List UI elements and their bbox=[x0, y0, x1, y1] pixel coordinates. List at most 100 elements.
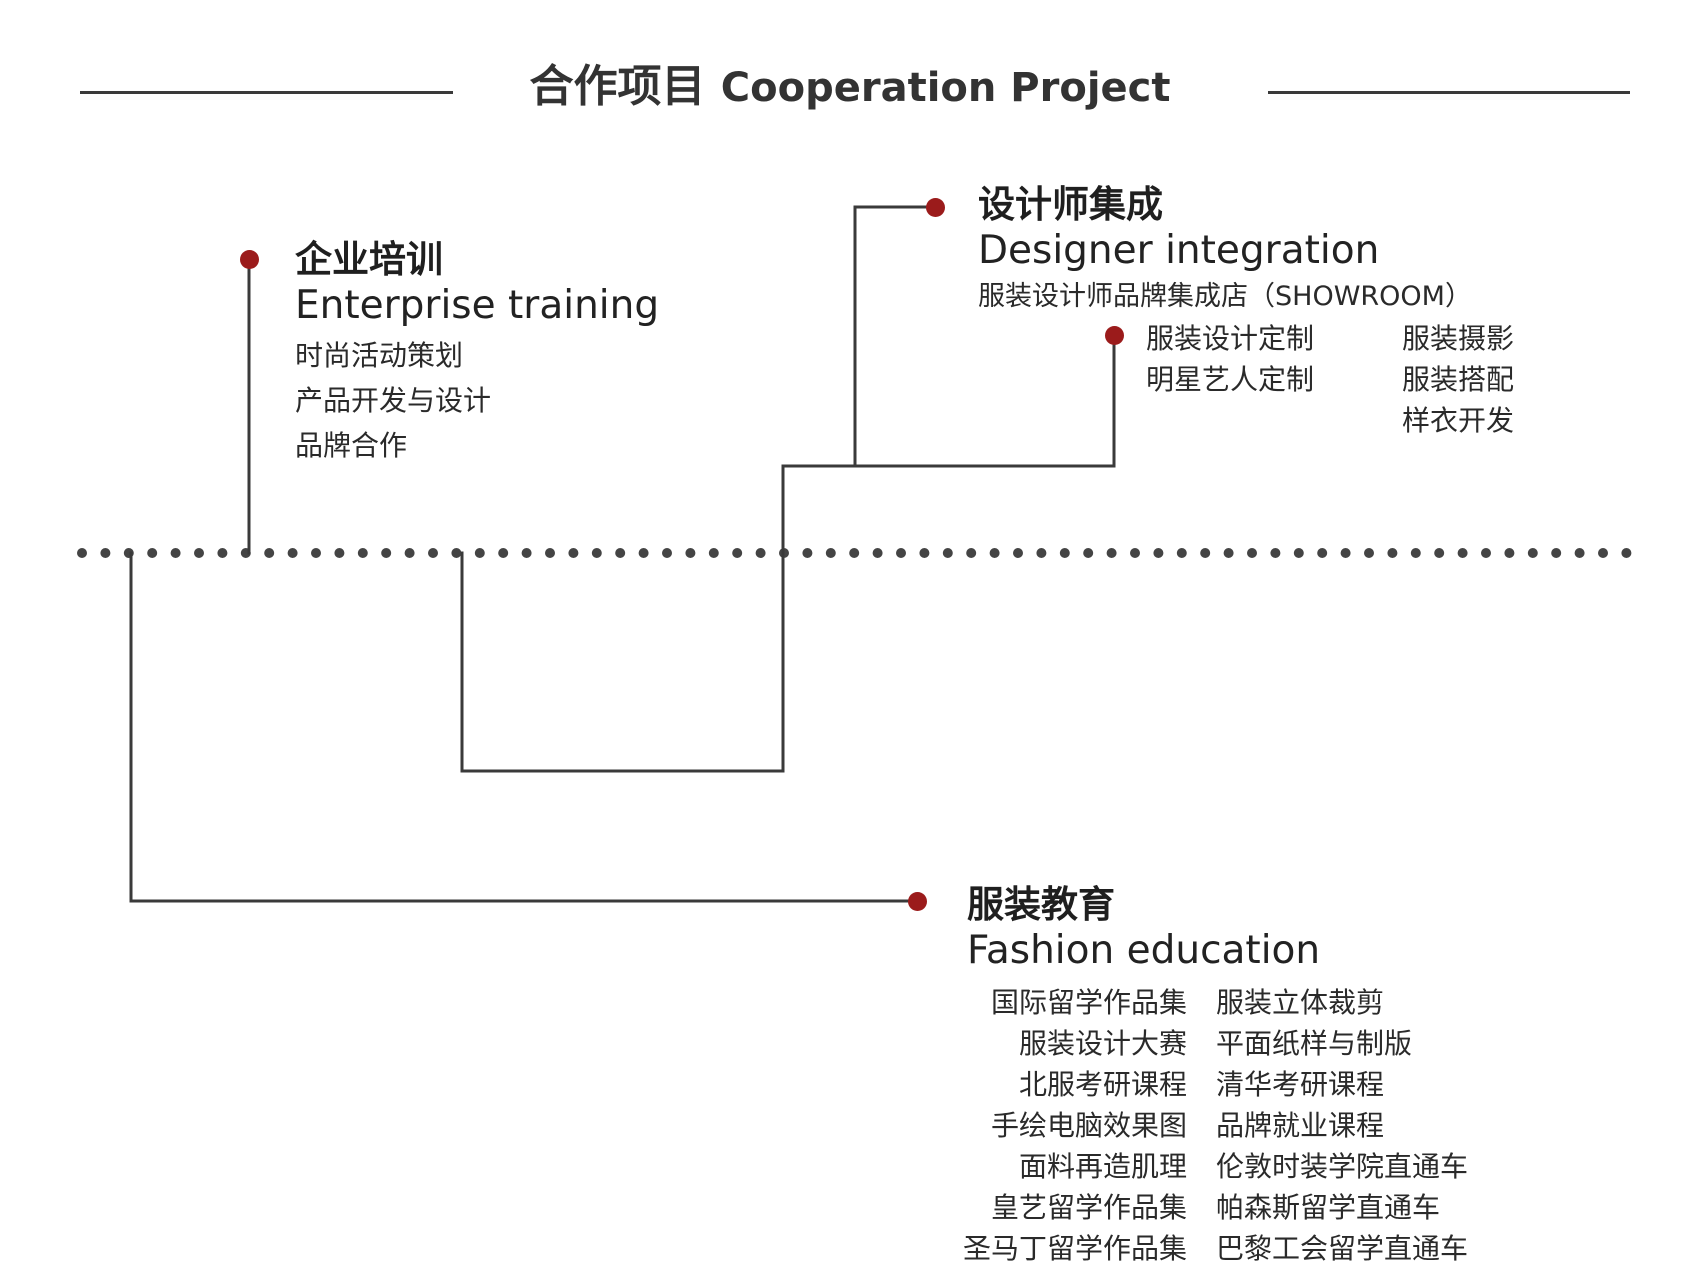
timeline-dot bbox=[428, 548, 438, 558]
timeline-dot bbox=[662, 548, 672, 558]
timeline-dot bbox=[942, 548, 953, 558]
enterprise-training-item: 时尚活动策划 bbox=[295, 339, 464, 372]
timeline-dot bbox=[1457, 548, 1468, 558]
timeline-dot bbox=[685, 548, 696, 558]
marker-fashion-education bbox=[908, 892, 927, 911]
timeline-dot bbox=[1059, 548, 1070, 558]
timeline-dot bbox=[357, 548, 368, 558]
enterprise-training-item: 品牌合作 bbox=[295, 429, 408, 462]
fashion-education-item: 手绘电脑效果图 bbox=[990, 1109, 1187, 1142]
timeline-dot bbox=[1130, 548, 1140, 558]
timeline-dot bbox=[1176, 548, 1187, 558]
timeline-dot bbox=[1317, 548, 1328, 558]
fashion-education-item: 巴黎工会留学直通车 bbox=[1216, 1232, 1469, 1265]
connector-designer bbox=[853, 205, 937, 468]
timeline-dot bbox=[77, 548, 87, 558]
timeline-dot bbox=[1340, 548, 1351, 558]
fashion-education-title-en: Fashion education bbox=[967, 928, 1321, 973]
designer-service-item: 明星艺人定制 bbox=[1146, 363, 1315, 396]
fashion-education-block: 服装教育 Fashion education bbox=[967, 882, 1320, 974]
timeline-dot bbox=[708, 548, 719, 558]
marker-designer-services bbox=[1105, 326, 1124, 345]
timeline-dot bbox=[1013, 548, 1023, 558]
fashion-education-item: 品牌就业课程 bbox=[1216, 1109, 1385, 1142]
enterprise-training-block: 企业培训 Enterprise training 时尚活动策划 产品开发与设计 … bbox=[295, 237, 659, 468]
timeline-dot bbox=[1247, 548, 1257, 558]
page-title: 合作项目 Cooperation Project bbox=[400, 50, 1300, 114]
timeline-dot bbox=[311, 548, 321, 558]
timeline-dot bbox=[1083, 548, 1094, 558]
fashion-education-item: 皇艺留学作品集 bbox=[990, 1191, 1187, 1224]
designer-service-item: 样衣开发 bbox=[1402, 404, 1515, 437]
header-rule-left bbox=[80, 91, 453, 94]
timeline-dot bbox=[334, 548, 345, 558]
timeline-dot bbox=[1410, 548, 1421, 558]
fashion-education-item: 面料再造肌理 bbox=[1018, 1150, 1187, 1183]
timeline-dot bbox=[1364, 548, 1374, 558]
timeline-dot bbox=[147, 548, 158, 558]
timeline-dot bbox=[264, 548, 275, 558]
connector-mid-loop bbox=[460, 333, 1116, 773]
timeline-dot bbox=[568, 548, 579, 558]
timeline-dot bbox=[615, 548, 626, 558]
dotted-timeline bbox=[77, 548, 1632, 558]
title-en: Cooperation Project bbox=[720, 65, 1171, 111]
timeline-dot bbox=[1481, 548, 1491, 558]
timeline-dot bbox=[217, 548, 228, 558]
timeline-dot bbox=[1434, 548, 1445, 558]
timeline-dot bbox=[170, 548, 181, 558]
timeline-dot bbox=[1106, 548, 1117, 558]
timeline-dot bbox=[498, 548, 509, 558]
timeline-dot bbox=[1036, 548, 1047, 558]
designer-integration-subtitle: 服装设计师品牌集成店（SHOWROOM） bbox=[978, 281, 1472, 312]
fashion-education-item: 伦敦时装学院直通车 bbox=[1216, 1150, 1469, 1183]
fashion-education-item: 清华考研课程 bbox=[1216, 1068, 1385, 1101]
fashion-education-item: 平面纸样与制版 bbox=[1216, 1027, 1413, 1060]
timeline-dot bbox=[474, 548, 485, 558]
designer-services-col2: 服装摄影 服装搭配 样衣开发 bbox=[1402, 318, 1514, 441]
timeline-dot bbox=[1153, 548, 1164, 558]
timeline-dot bbox=[381, 548, 392, 558]
designer-integration-title-en: Designer integration bbox=[978, 228, 1380, 273]
timeline-dot bbox=[194, 548, 204, 558]
timeline-dot bbox=[545, 548, 555, 558]
timeline-dot bbox=[591, 548, 602, 558]
title-cn: 合作项目 bbox=[529, 61, 706, 112]
timeline-dot bbox=[1200, 548, 1211, 558]
enterprise-training-title-cn: 企业培训 bbox=[295, 238, 443, 281]
timeline-dot bbox=[989, 548, 1000, 558]
timeline-dot bbox=[1387, 548, 1398, 558]
designer-integration-block: 设计师集成 Designer integration 服装设计师品牌集成店（SH… bbox=[978, 182, 1472, 319]
timeline-dot bbox=[100, 548, 111, 558]
timeline-dot bbox=[872, 548, 883, 558]
marker-enterprise-training bbox=[240, 250, 259, 269]
fashion-education-item: 服装设计大赛 bbox=[1018, 1027, 1187, 1060]
timeline-dot bbox=[919, 548, 930, 558]
fashion-education-item: 圣马丁留学作品集 bbox=[962, 1232, 1187, 1265]
header-rule-right bbox=[1268, 91, 1630, 94]
connector-fashion-education bbox=[129, 551, 919, 903]
designer-service-item: 服装摄影 bbox=[1402, 322, 1515, 355]
fashion-education-right-col: 服装立体裁剪 平面纸样与制版 清华考研课程 品牌就业课程 伦敦时装学院直通车 帕… bbox=[1216, 982, 1468, 1269]
designer-services-col1: 服装设计定制 明星艺人定制 bbox=[1146, 318, 1314, 400]
timeline-dot bbox=[849, 548, 860, 558]
enterprise-training-item: 产品开发与设计 bbox=[295, 384, 492, 417]
fashion-education-item: 帕森斯留学直通车 bbox=[1216, 1191, 1441, 1224]
fashion-education-item: 国际留学作品集 bbox=[990, 986, 1187, 1019]
fashion-education-item: 服装立体裁剪 bbox=[1216, 986, 1385, 1019]
timeline-dot bbox=[1293, 548, 1304, 558]
designer-service-item: 服装搭配 bbox=[1402, 363, 1515, 396]
timeline-dot bbox=[1574, 548, 1585, 558]
timeline-dot bbox=[1621, 548, 1632, 558]
fashion-education-title-cn: 服装教育 bbox=[967, 883, 1115, 926]
timeline-dot bbox=[896, 548, 906, 558]
timeline-dot bbox=[404, 548, 415, 558]
timeline-dot bbox=[825, 548, 836, 558]
timeline-dot bbox=[1551, 548, 1562, 558]
timeline-dot bbox=[451, 548, 462, 558]
timeline-dot bbox=[521, 548, 532, 558]
timeline-dot bbox=[287, 548, 298, 558]
timeline-dot bbox=[1223, 548, 1234, 558]
timeline-dot bbox=[732, 548, 743, 558]
